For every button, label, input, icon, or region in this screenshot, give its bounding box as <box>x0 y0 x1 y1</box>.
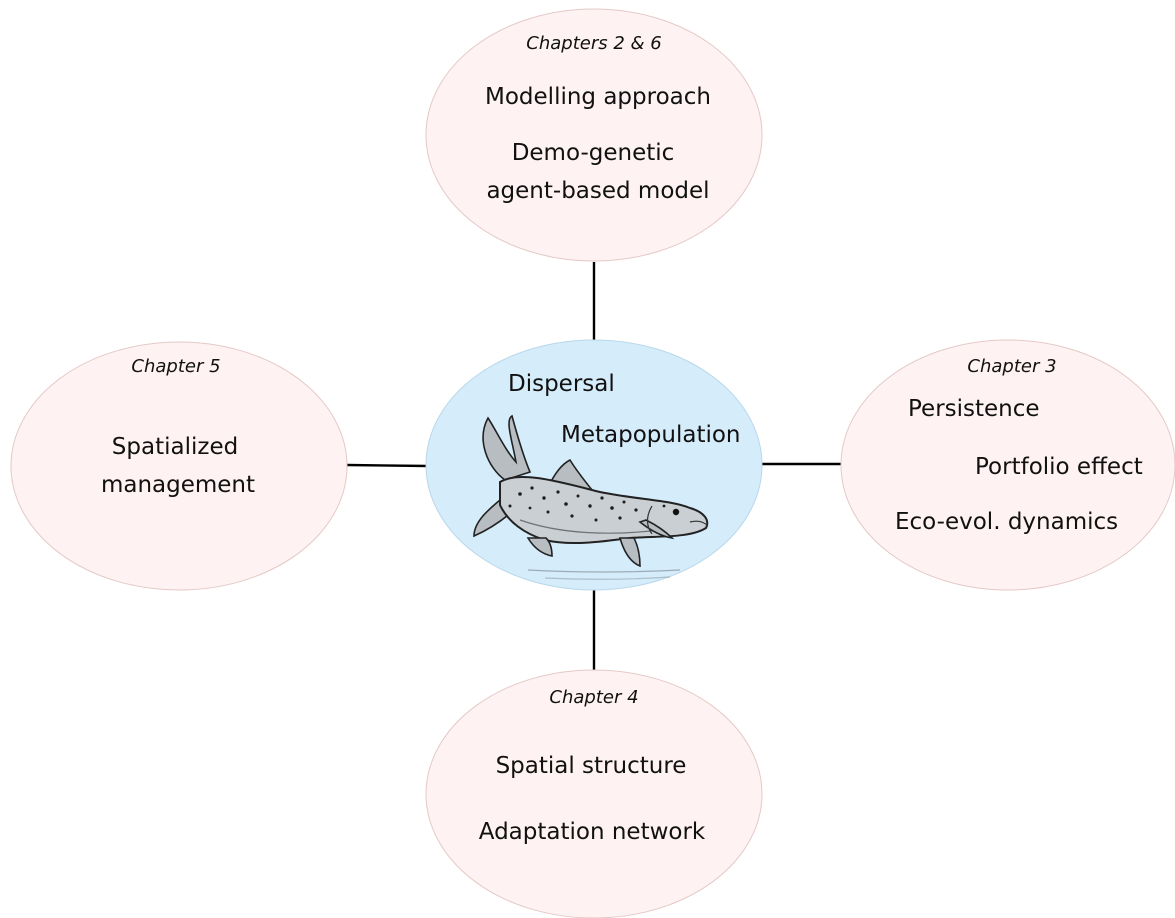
connector-left <box>346 463 429 468</box>
node-right: Chapter 3 Persistence Portfolio effect E… <box>840 339 1175 591</box>
node-top: Chapters 2 & 6 Modelling approach Demo-g… <box>425 8 763 262</box>
node-right-line-2: Portfolio effect <box>975 454 1143 480</box>
node-center: Dispersal Metapopulation <box>425 339 763 591</box>
node-top-line-2: Demo-genetic <box>512 140 675 166</box>
node-right-chapter: Chapter 3 <box>967 356 1056 377</box>
node-left: Chapter 5 Spatialized management <box>10 341 348 591</box>
node-top-chapter: Chapters 2 & 6 <box>526 33 661 54</box>
node-right-line-3: Eco-evol. dynamics <box>895 509 1118 535</box>
salmon-illustration <box>473 414 709 580</box>
center-label-metapopulation: Metapopulation <box>561 422 741 448</box>
node-left-line-2: management <box>101 472 255 498</box>
node-bottom: Chapter 4 Spatial structure Adaptation n… <box>425 669 763 918</box>
node-left-chapter: Chapter 5 <box>131 356 220 377</box>
center-label-dispersal: Dispersal <box>508 371 615 397</box>
node-top-line-3: agent-based model <box>486 178 709 204</box>
node-bottom-chapter: Chapter 4 <box>549 687 638 708</box>
node-top-line-1: Modelling approach <box>485 84 711 110</box>
node-bottom-bubble <box>425 669 763 918</box>
node-left-bubble <box>10 341 348 591</box>
node-left-line-1: Spatialized <box>112 434 238 460</box>
node-bottom-line-1: Spatial structure <box>496 753 687 779</box>
node-right-line-1: Persistence <box>908 396 1040 422</box>
salmon-spots <box>508 486 666 522</box>
node-top-bubble <box>425 8 763 262</box>
node-bottom-line-2: Adaptation network <box>479 819 706 845</box>
node-right-bubble <box>840 339 1175 591</box>
